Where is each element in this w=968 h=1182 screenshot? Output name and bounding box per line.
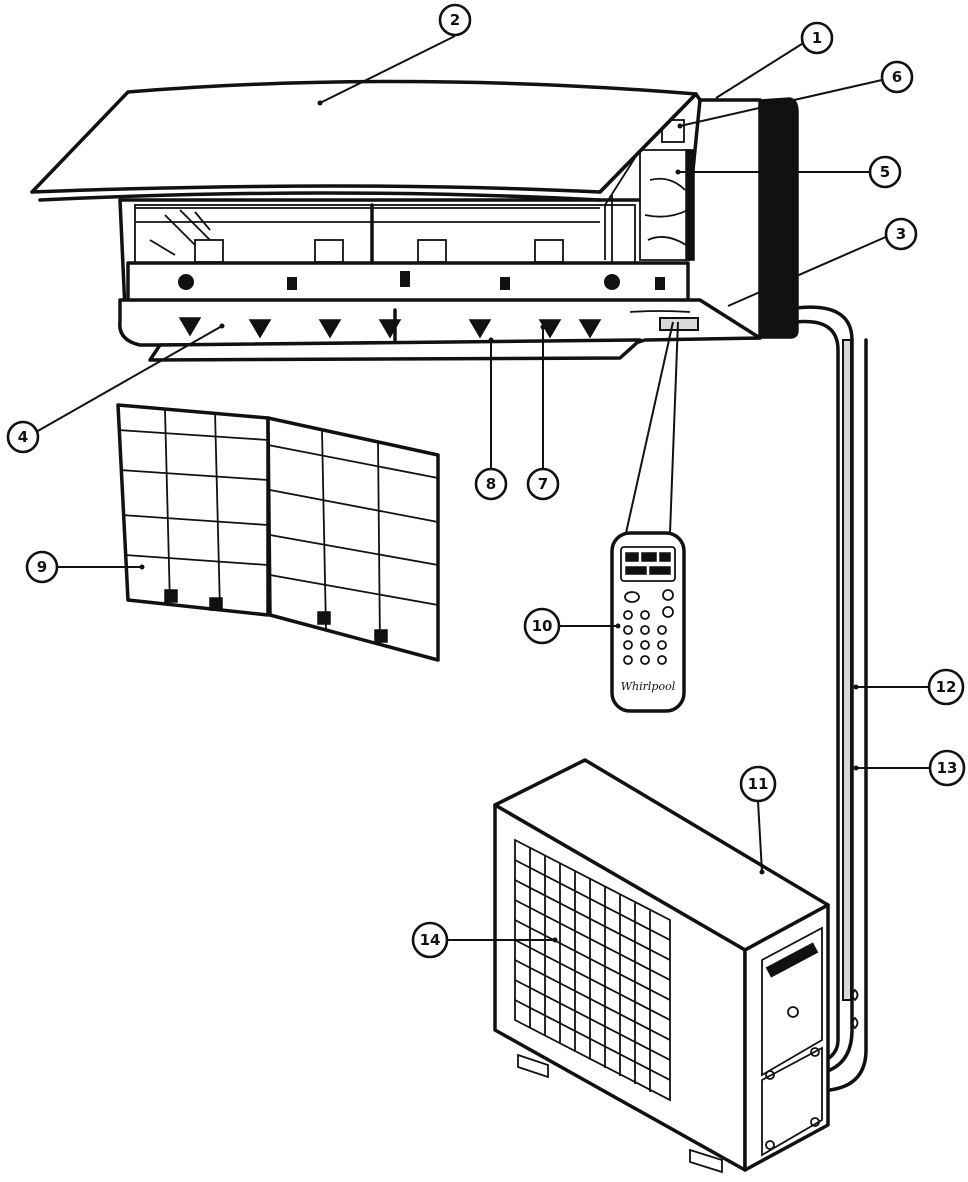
- svg-text:7: 7: [538, 475, 548, 493]
- indoor-side-panel: [759, 97, 799, 339]
- connecting-pipe: [794, 305, 868, 1092]
- callout-2: 2: [438, 3, 472, 37]
- svg-text:4: 4: [18, 428, 28, 446]
- svg-text:1: 1: [812, 29, 822, 47]
- horizontal-flap: [148, 338, 642, 362]
- front-panel: [30, 79, 698, 194]
- svg-text:12: 12: [936, 678, 957, 696]
- callout-12: 12: [927, 668, 965, 706]
- outdoor-unit: [493, 758, 830, 1174]
- callout-9: 9: [25, 550, 59, 584]
- remote-brand-logo: Whirlpool: [621, 680, 676, 693]
- callout-14: 14: [411, 921, 449, 959]
- svg-text:8: 8: [486, 475, 496, 493]
- callout-3: 3: [884, 217, 918, 251]
- remote-controller: Whirlpool: [610, 321, 686, 713]
- svg-text:10: 10: [532, 617, 553, 635]
- callout-4: 4: [6, 420, 40, 454]
- air-filter: [116, 403, 440, 662]
- leader-lines: [35, 35, 929, 941]
- svg-text:5: 5: [880, 163, 890, 181]
- svg-text:9: 9: [37, 558, 47, 576]
- callout-11: 11: [739, 765, 777, 803]
- callout-6: 6: [880, 60, 914, 94]
- svg-text:13: 13: [937, 759, 958, 777]
- indoor-unit: [30, 79, 799, 362]
- svg-text:3: 3: [896, 225, 906, 243]
- callout-13: 13: [928, 749, 966, 787]
- callout-5: 5: [868, 155, 902, 189]
- display-window: [659, 317, 699, 331]
- outdoor-side: [743, 903, 830, 1172]
- callout-8: 8: [474, 467, 508, 501]
- svg-text:2: 2: [450, 11, 460, 29]
- leader-endpoints: [139, 100, 859, 943]
- callout-7: 7: [526, 467, 560, 501]
- svg-text:14: 14: [420, 931, 441, 949]
- svg-text:11: 11: [748, 775, 769, 793]
- callout-1: 1: [800, 21, 834, 55]
- svg-text:6: 6: [892, 68, 902, 86]
- callout-10: 10: [523, 607, 561, 645]
